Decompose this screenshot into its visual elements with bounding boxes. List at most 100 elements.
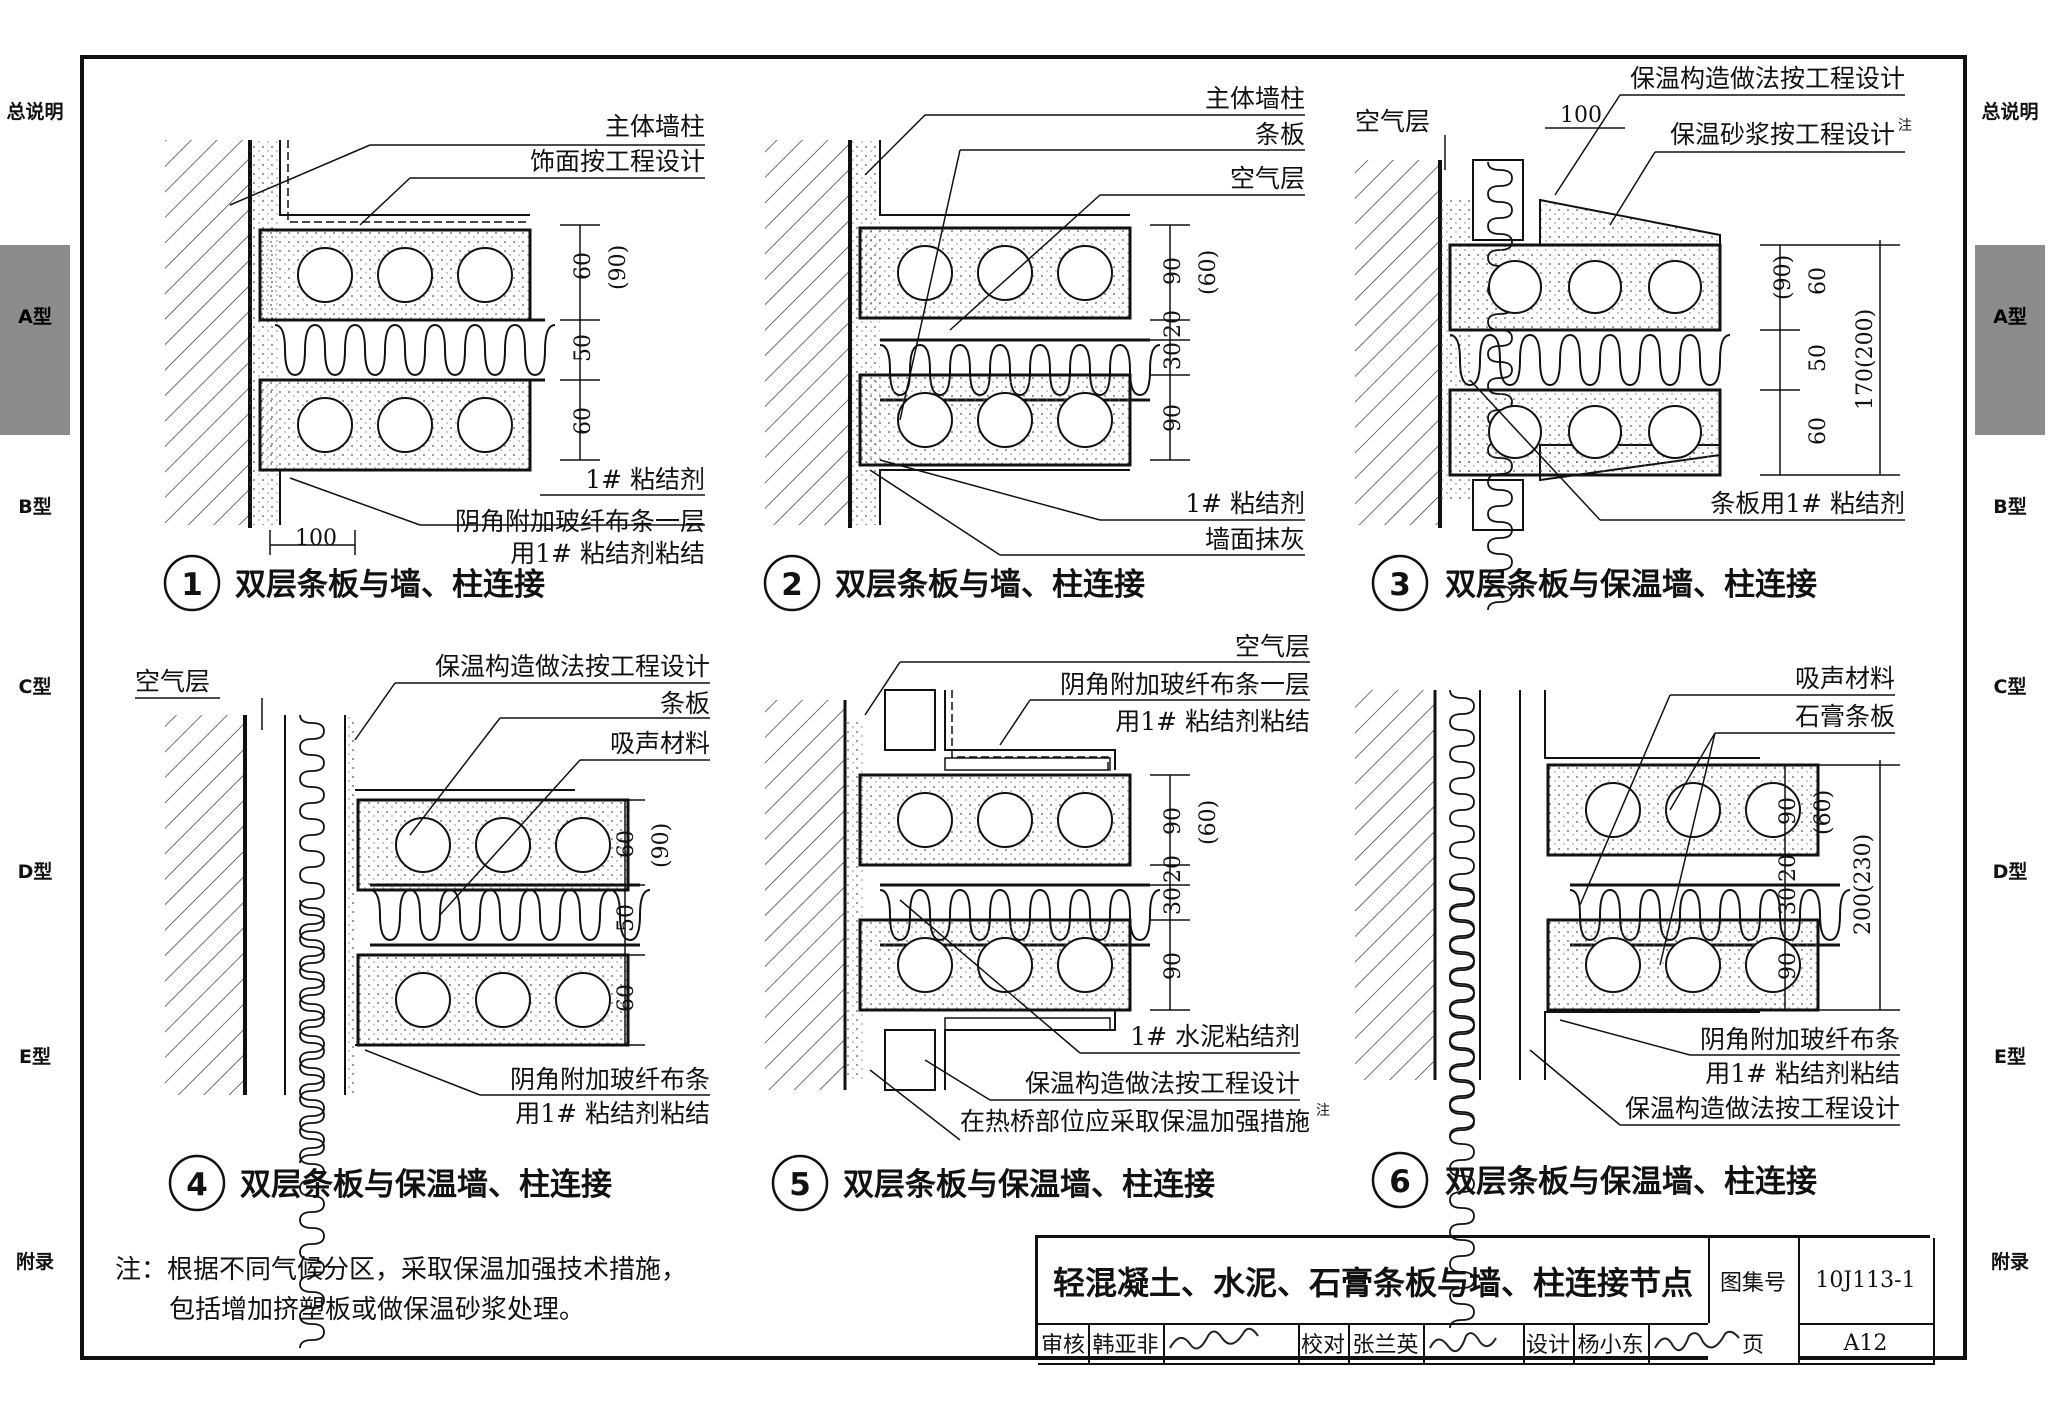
detail-6-label-insulation: 保温构造做法按工程设计 [1625,1094,1900,1123]
detail-6-number: 6 [1389,1164,1411,1200]
detail-6-dim-30: 30 [1776,887,1801,915]
review-label: 审核 [1038,1323,1090,1365]
detail-2-label-panel: 条板 [1255,120,1305,149]
title-block: 轻混凝土、水泥、石膏条板与墙、柱连接节点 图集号 10J113-1 审核 韩亚非… [1035,1235,1935,1365]
note-line-2: 包括增加挤塑板或做保温砂浆处理。 [169,1295,586,1325]
drawing-title: 轻混凝土、水泥、石膏条板与墙、柱连接节点 [1038,1238,1710,1325]
detail-6-dim-90b: 90 [1776,952,1801,980]
detail-6-label-bond: 用1# 粘结剂粘结 [1705,1059,1900,1088]
detail-4-label-acoustic: 吸声材料 [610,729,710,758]
detail-1-drawing [165,140,705,555]
detail-1-label-adhesive: 1# 粘结剂 [585,465,705,494]
drawing-frame [80,55,1967,1360]
detail-5-drawing [765,661,1310,1141]
detail-1-dim-100: 100 [295,526,337,551]
detail-6-caption: 6 双层条板与保温墙、柱连接 [1371,1151,1817,1209]
detail-5-dim-90: 90 [1161,807,1186,835]
detail-4-dim-90: (90) [649,823,674,868]
detail-4-label-mesh: 阴角附加玻纤布条 [510,1065,710,1094]
detail-5-dim-20: 20 [1161,855,1186,883]
detail-5-label-insulation: 保温构造做法按工程设计 [1025,1069,1300,1098]
detail-2-dim-60: (60) [1196,250,1221,295]
detail-4-dim-60b: 60 [614,984,639,1012]
tab-type-d-left[interactable]: D型 [17,861,53,883]
detail-5-caption: 5 双层条板与保温墙、柱连接 [771,1154,1215,1212]
page-no: A12 [1798,1323,1935,1365]
detail-1-caption: 1 双层条板与墙、柱连接 [163,554,545,612]
detail-3-caption: 3 双层条板与保温墙、柱连接 [1371,554,1817,612]
detail-3-drawing [1355,94,1905,611]
detail-1-number: 1 [181,567,203,603]
general-note: 注：根据不同气候分区，采取保温加强技术措施， 包括增加挤塑板或做保温砂浆处理。 [115,1250,687,1330]
tab-type-a-left[interactable]: A型 [0,245,70,435]
tab-appendix-right[interactable]: 附录 [1990,1251,2029,1273]
detail-4-labels: 空气层 保温构造做法按工程设计 条板 吸声材料 阴角附加玻纤布条 用1# 粘结剂… [135,652,710,1128]
detail-1-dim-60: 60 [571,252,596,280]
detail-6-dim-60: (60) [1811,790,1836,835]
atlas-no-label: 图集号 [1708,1238,1800,1325]
detail-6-dim-20: 20 [1776,854,1801,882]
detail-5-number: 5 [789,1167,811,1203]
tab-type-c-left[interactable]: C型 [18,676,52,698]
reviewer-signature [1163,1323,1300,1365]
detail-5-dim-90b: 90 [1161,952,1186,980]
tab-general-left[interactable]: 总说明 [6,101,64,123]
detail-6-dim-total: 200(230) [1851,834,1876,935]
detail-6-title: 双层条板与保温墙、柱连接 [1445,1164,1817,1200]
detail-6-drawing [1355,689,1900,1329]
detail-1-label-bond: 用1# 粘结剂粘结 [510,539,705,568]
page-label: 页 [1708,1323,1800,1365]
detail-2-labels: 主体墙柱 条板 空气层 1# 粘结剂 墙面抹灰 90 (60) 30 20 90 [1161,84,1305,554]
detail-4-number: 4 [186,1167,208,1203]
detail-3-dim-60b: 60 [1806,417,1831,445]
detail-4-label-insulation: 保温构造做法按工程设计 [435,652,710,681]
tab-type-d-right[interactable]: D型 [1992,861,2028,883]
tab-type-e-left[interactable]: E型 [19,1046,51,1068]
detail-3-note-mark: 注 [1898,118,1912,134]
tab-appendix-left[interactable]: 附录 [15,1251,54,1273]
detail-2-dim-20: 20 [1161,310,1186,338]
detail-3-label-air: 空气层 [1355,107,1430,136]
detail-1-label-wall: 主体墙柱 [605,112,705,141]
checker-signature [1423,1323,1525,1365]
checker-name: 张兰英 [1348,1323,1425,1365]
detail-5-title: 双层条板与保温墙、柱连接 [843,1167,1215,1203]
detail-5-label-mesh: 阴角附加玻纤布条一层 [1060,670,1310,699]
detail-2-label-plaster: 墙面抹灰 [1205,525,1305,554]
detail-4-dim-60: 60 [614,830,639,858]
detail-6-label-acoustic: 吸声材料 [1795,664,1895,693]
atlas-no: 10J113-1 [1798,1238,1935,1325]
detail-3-label-mortar: 保温砂浆按工程设计 [1670,120,1895,149]
detail-5-note-mark: 注 [1316,1103,1330,1119]
detail-6-labels: 吸声材料 石膏条板 阴角附加玻纤布条 用1# 粘结剂粘结 保温构造做法按工程设计… [1625,664,1900,1123]
detail-3-dim-100: 100 [1560,103,1602,128]
tab-type-b-right[interactable]: B型 [1993,496,2027,518]
designer-name: 杨小东 [1573,1323,1650,1365]
tab-type-b-left[interactable]: B型 [18,496,52,518]
detail-5-label-bond: 用1# 粘结剂粘结 [1115,707,1310,736]
detail-3-label-adhesive: 条板用1# 粘结剂 [1710,489,1905,518]
detail-3-dim-50: 50 [1806,344,1831,372]
tab-type-a-right[interactable]: A型 [1975,245,2045,435]
detail-2-title: 双层条板与墙、柱连接 [835,567,1145,603]
detail-1-dim-90: (90) [606,245,631,290]
detail-3-dim-total: 170(200) [1853,309,1878,410]
detail-6-label-mesh: 阴角附加玻纤布条 [1700,1025,1900,1054]
detail-6-label-gypsum: 石膏条板 [1795,702,1895,731]
detail-3-number: 3 [1389,567,1411,603]
detail-4-label-bond: 用1# 粘结剂粘结 [515,1099,710,1128]
detail-1-label-finish: 饰面按工程设计 [530,147,705,176]
tab-general-right[interactable]: 总说明 [1981,101,2039,123]
detail-4-caption: 4 双层条板与保温墙、柱连接 [168,1154,612,1212]
detail-5-dim-60: (60) [1196,800,1221,845]
detail-4-label-air: 空气层 [135,667,210,696]
detail-2-label-air: 空气层 [1230,164,1305,193]
note-line-1: 注：根据不同气候分区，采取保温加强技术措施， [115,1255,688,1285]
detail-2-caption: 2 双层条板与墙、柱连接 [763,554,1145,612]
design-label: 设计 [1523,1323,1575,1365]
reviewer-name: 韩亚非 [1088,1323,1165,1365]
tab-type-e-right[interactable]: E型 [1994,1046,2026,1068]
tab-type-c-right[interactable]: C型 [1993,676,2027,698]
detail-3-dim-90: (90) [1771,255,1796,300]
